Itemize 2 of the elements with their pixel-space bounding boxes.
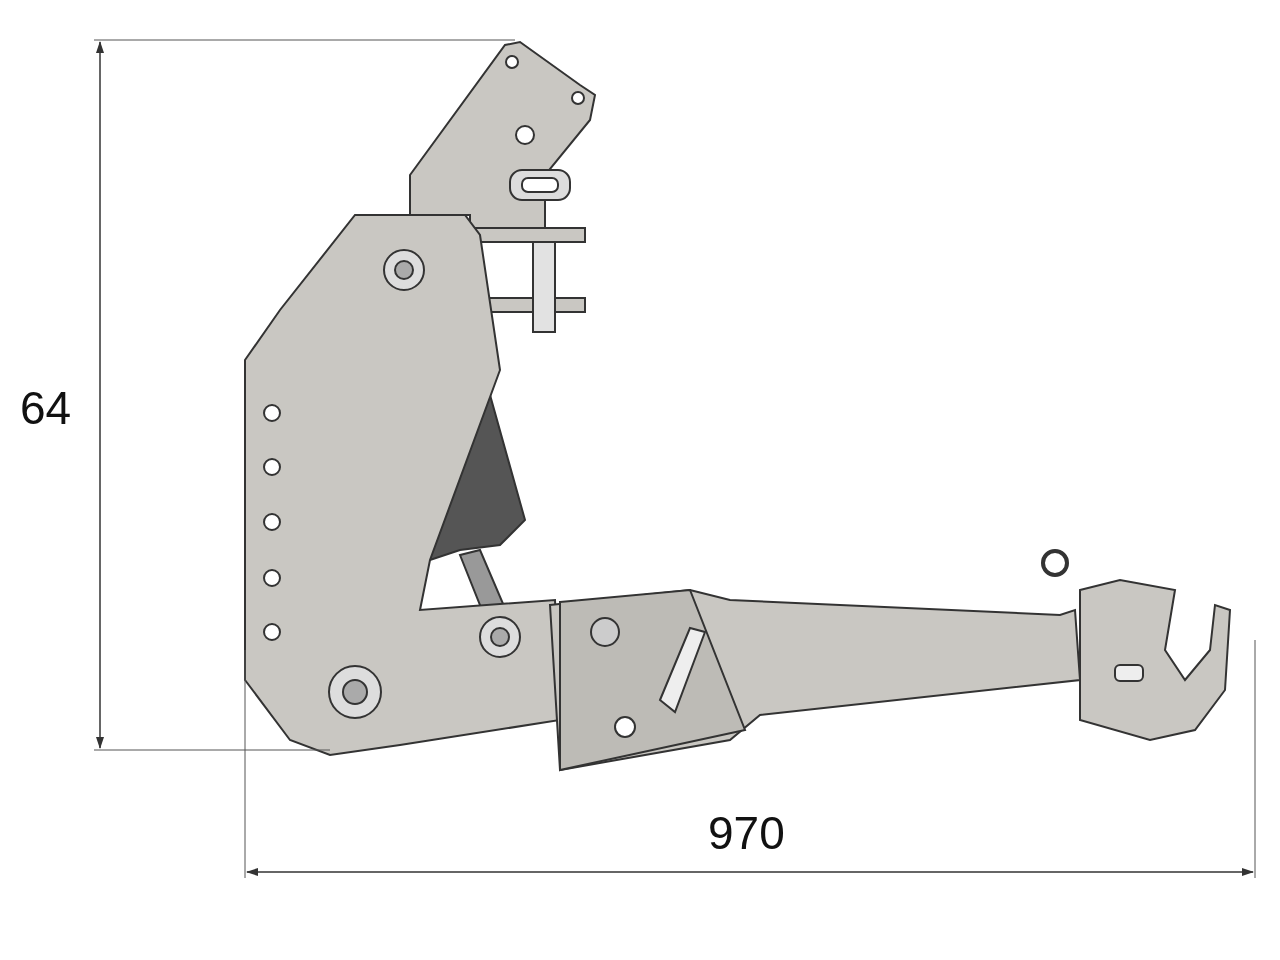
dimension-label: 970: [708, 810, 785, 856]
dimension-label: 64: [20, 385, 72, 431]
